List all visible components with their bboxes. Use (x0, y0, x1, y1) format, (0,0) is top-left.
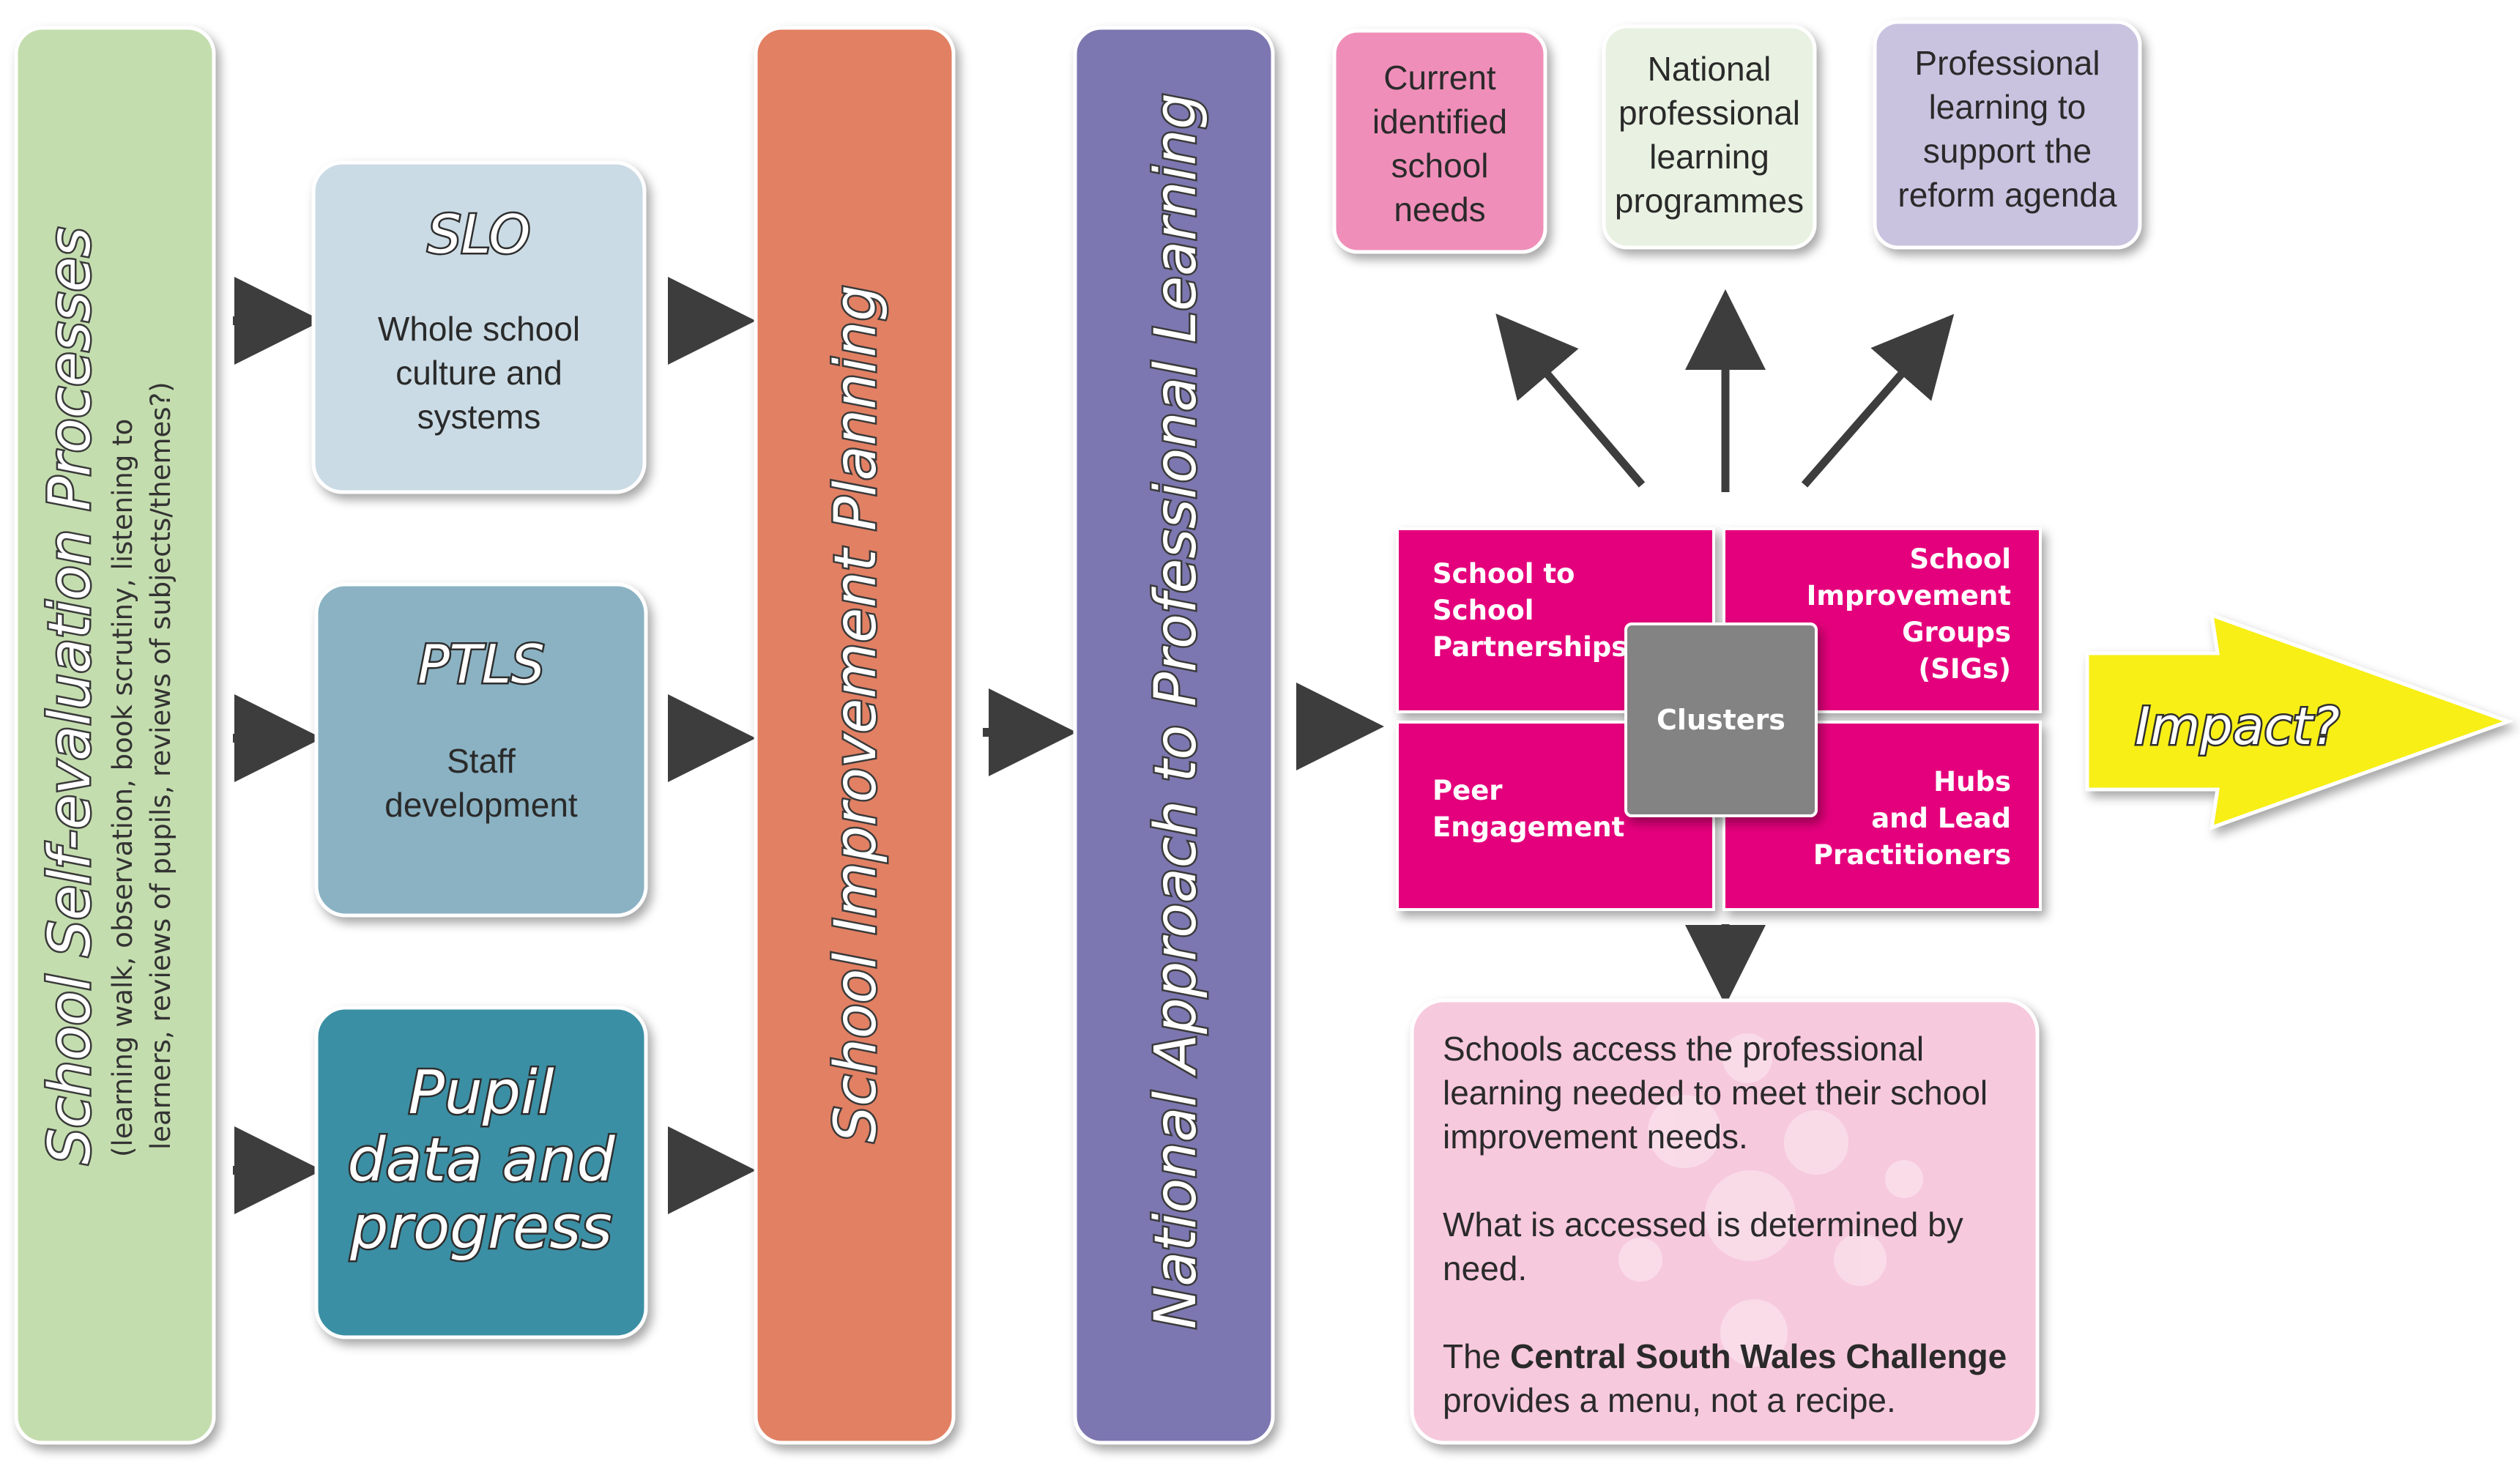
info-para3-line1: The Central South Wales Challenge (1443, 1337, 2007, 1375)
pupil-data-box: Pupil data and progress (314, 1006, 648, 1339)
top-box-national-programmes: National professional learning programme… (1602, 24, 1817, 250)
quad-tr-line-4: (SIGs) (1918, 653, 2011, 685)
info-para3-prefix: The (1443, 1337, 1510, 1375)
quad-bl-line-2: Engagement (1432, 811, 1624, 843)
school-improvement-planning-column: School Improvement Planning (754, 26, 956, 1445)
quad-tl-line-2: School (1432, 595, 1534, 626)
arrows-to-middle-boxes (233, 277, 322, 1214)
planning-title: School Improvement Planning (823, 285, 889, 1142)
impact-label: Impact? (2135, 696, 2339, 757)
pupil-data-line-2: data and (347, 1126, 615, 1195)
ptls-line-1: Staff (447, 742, 516, 780)
top-box-1-line-1: Current (1383, 59, 1496, 97)
info-para3-bold: Central South Wales Challenge (1510, 1337, 2007, 1375)
slo-line-3: systems (417, 398, 541, 436)
arrows-to-top-boxes (1495, 289, 1955, 492)
self-evaluation-column: School Self-evaluation Processes (learni… (14, 26, 216, 1445)
national-approach-column: National Approach to Professional Learni… (1073, 26, 1275, 1445)
info-para2-line2: need. (1443, 1249, 1527, 1287)
top-box-school-needs: Current identified school needs (1332, 29, 1547, 254)
top-box-3-line-3: support the (1923, 132, 2092, 170)
quad-tl-line-3: Partnerships (1432, 631, 1627, 663)
ptls-box: PTLS Staff development (314, 582, 648, 918)
self-evaluation-detail-line1: (learning walk, observation, book scruti… (107, 419, 138, 1157)
quad-br-line-2: and Lead (1871, 803, 2011, 834)
slo-line-1: Whole school (378, 310, 580, 348)
slo-box: SLO Whole school culture and systems (311, 160, 647, 494)
info-para1-line2: learning needed to meet their school (1443, 1074, 1988, 1112)
info-para2-line1: What is accessed is determined by (1443, 1205, 1963, 1244)
top-box-1-line-3: school (1391, 146, 1489, 185)
info-box: Schools access the professional learning… (1410, 998, 2040, 1445)
ptls-title: PTLS (417, 633, 544, 695)
quad-bl-line-1: Peer (1432, 775, 1503, 806)
clusters-quadrants: School to School Partnerships School Imp… (1396, 527, 2042, 911)
quad-tr-line-2: Improvement (1807, 580, 2011, 612)
info-box-background-pattern (1618, 1033, 1923, 1367)
top-box-2-line-1: National (1648, 50, 1772, 88)
top-box-2-line-4: programmes (1615, 182, 1804, 220)
top-box-2-line-3: learning (1649, 138, 1769, 176)
pupil-data-line-3: progress (349, 1193, 612, 1263)
impact-arrow: Impact? (2085, 612, 2514, 830)
top-box-3-line-2: learning to (1929, 88, 2086, 126)
info-para1-line1: Schools access the professional (1443, 1030, 1924, 1068)
clusters-center-box (1624, 622, 1818, 817)
slo-line-2: culture and (395, 354, 562, 392)
self-evaluation-title: School Self-evaluation Processes (37, 227, 103, 1164)
top-box-1-line-4: needs (1394, 190, 1485, 228)
quad-br-line-1: Hubs (1933, 766, 2011, 798)
quad-tr-line-1: School (1910, 543, 2011, 575)
quad-br-line-3: Practitioners (1813, 839, 2011, 871)
arrow-to-school-needs (1495, 313, 1646, 488)
arrow-to-reform-agenda (1801, 313, 1955, 488)
info-para1-line3: improvement needs. (1443, 1118, 1748, 1156)
arrows-to-planning (668, 277, 756, 1214)
pupil-data-line-1: Pupil (408, 1058, 554, 1128)
top-box-1-line-2: identified (1372, 103, 1507, 141)
clusters-label: Clusters (1657, 704, 1785, 736)
slo-title: SLO (428, 204, 530, 265)
quad-tr-line-3: Groups (1902, 617, 2011, 648)
info-para3-line2: provides a menu, not a recipe. (1443, 1381, 1896, 1419)
top-box-3-line-1: Professional (1914, 44, 2100, 82)
top-box-reform-agenda: Professional learning to support the ref… (1873, 20, 2142, 250)
quad-tl-line-1: School to (1432, 558, 1575, 590)
ptls-line-2: development (384, 786, 578, 824)
top-box-3-line-4: reform agenda (1898, 176, 2117, 214)
self-evaluation-detail-line2: learners, reviews of pupils, reviews of … (145, 382, 176, 1150)
national-approach-title: National Approach to Professional Learni… (1143, 93, 1209, 1329)
top-box-2-line-2: professional (1618, 94, 1800, 132)
